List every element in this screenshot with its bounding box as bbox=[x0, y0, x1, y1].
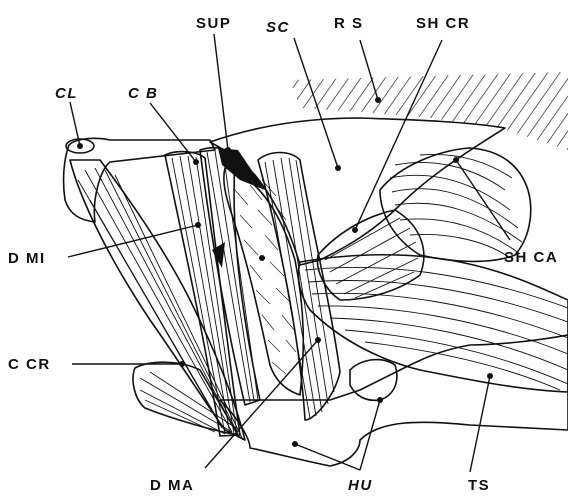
label-cl: CL bbox=[55, 85, 78, 102]
label-ts: TS bbox=[468, 477, 490, 494]
label-sc: SC bbox=[266, 19, 290, 36]
rs-hatched-region bbox=[290, 72, 568, 150]
leader-hu-2 bbox=[360, 400, 380, 470]
leader-ts bbox=[470, 376, 490, 472]
coracobrachialis-muscle bbox=[70, 160, 245, 440]
label-d-mi: D MI bbox=[8, 250, 46, 267]
label-cb: C B bbox=[128, 85, 158, 102]
label-sh-cr: SH CR bbox=[416, 15, 470, 32]
label-c-cr: C CR bbox=[8, 356, 51, 373]
humerus-bone bbox=[220, 335, 568, 466]
label-sh-ca: SH CA bbox=[504, 249, 558, 266]
label-d-ma: D MA bbox=[150, 477, 194, 494]
scapula-bone bbox=[210, 118, 505, 265]
humerus-head-outline bbox=[350, 360, 397, 401]
leader-d-mi bbox=[68, 225, 198, 257]
label-rs: R S bbox=[334, 15, 364, 32]
sh-ca-muscle bbox=[380, 148, 531, 261]
leader-sup bbox=[214, 34, 228, 150]
ts-muscle bbox=[298, 255, 568, 392]
label-sup: SUP bbox=[196, 15, 231, 32]
label-hu: HU bbox=[348, 477, 373, 494]
sup-dark-wedge bbox=[212, 148, 265, 268]
